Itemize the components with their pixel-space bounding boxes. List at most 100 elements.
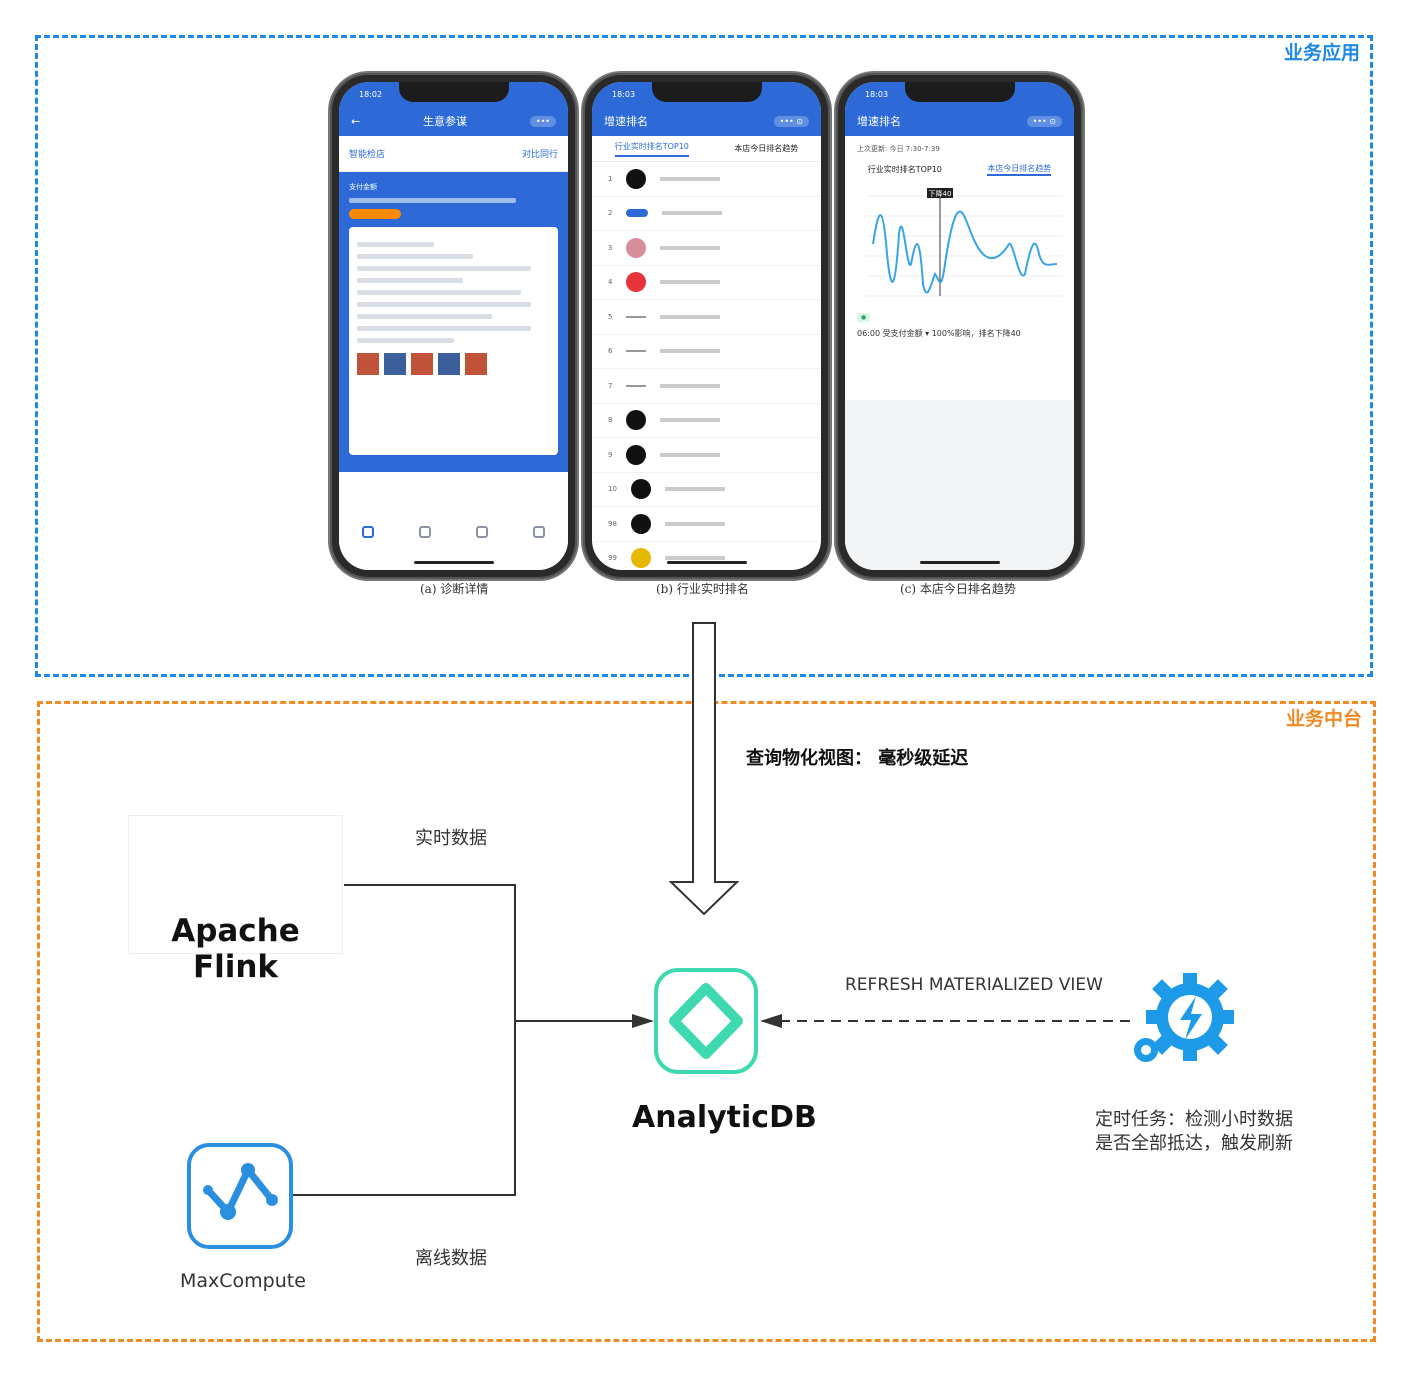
rank-number: 10 [608,485,617,494]
shop-avatar [626,350,647,353]
detail-button[interactable] [349,209,401,219]
business-application-label: 业务应用 [1283,42,1360,64]
rank-number: 6 [608,347,613,356]
shop-name-placeholder [664,556,725,561]
update-period: 上次更新: 今日 7:30-7:39 [857,145,940,153]
phone-screen: 18:02 ← 生意参谋 ••• 智能检店 对比同行 支付金额 [339,82,568,570]
shop-name-placeholder [660,176,721,181]
app-title: 增速排名 [604,115,648,128]
metric-label: 支付金额 [349,183,377,191]
shop-avatar [626,384,647,387]
trend-note-text: 06:00 受支付金额 ▾ 100%影响，排名下降40 [857,329,1021,338]
tab-shop-trend[interactable]: 本店今日排名趋势 [734,144,799,153]
app-bar: 增速排名 ••• ⊙ [592,106,821,136]
caption-b: (b) 行业实时排名 [656,582,749,596]
tab-industry-top10[interactable]: 行业实时排名TOP10 [614,141,689,157]
analyticdb-icon [654,968,758,1074]
more-icon[interactable]: ••• ⊙ [773,115,809,127]
ranking-row[interactable]: 3 [592,231,821,266]
shop-name-placeholder [660,349,721,354]
shop-avatar [626,444,647,465]
scheduler-gear-icon [1134,973,1234,1062]
rank-number: 4 [608,278,613,287]
caption-c: (c) 本店今日排名趋势 [900,582,1016,596]
phone-diagnosis-details: 18:02 ← 生意参谋 ••• 智能检店 对比同行 支付金额 [330,73,577,579]
list-tab-icon[interactable] [533,526,546,538]
shop-name-placeholder [660,418,721,423]
realtime-connector [344,884,516,1021]
shop-name-placeholder [660,452,721,457]
drop-marker [927,188,953,198]
app-title: 生意参谋 [423,115,468,128]
shop-name-placeholder [660,280,721,285]
tab-shop-trend[interactable]: 本店今日排名趋势 [987,163,1052,176]
rank-number: 98 [608,519,617,528]
ranking-row[interactable]: 5 [592,300,821,335]
product-thumbnails [357,353,550,375]
rank-number: 3 [608,243,613,252]
shop-name-placeholder [664,487,725,492]
trend-line [872,210,1058,294]
ranking-row[interactable]: 9 [592,438,821,473]
query-arrow [668,622,740,916]
shop-name-placeholder [660,314,721,319]
diagnosis-banner: 支付金额 [339,172,568,472]
rank-number: 9 [608,450,613,459]
ranking-row[interactable]: 99 [592,542,821,571]
drop-marker-label: 下降40 [929,189,952,198]
flink-label: Apache Flink [171,913,300,985]
cause-tag: ● [857,313,871,322]
refresh-label: REFRESH MATERIALIZED VIEW [845,975,1103,995]
refresh-arrowhead [760,1014,782,1028]
offline-connector [292,1020,632,1196]
maxcompute-label: MaxCompute [180,1270,306,1292]
ranking-row[interactable]: 98 [592,507,821,542]
rank-trend-chart: 下降40 [867,188,1063,297]
star-tab-icon[interactable] [418,526,431,538]
brand-label: 智能检店 [349,150,386,160]
back-icon[interactable]: ← [351,114,361,128]
shop-name-placeholder [660,245,721,250]
maxcompute-icon [187,1143,293,1249]
ranking-row[interactable]: 6 [592,335,821,369]
more-icon[interactable]: ••• ⊙ [1026,115,1062,127]
realtime-data-label: 实时数据 [415,828,487,849]
business-middle-platform-label: 业务中台 [1285,708,1362,730]
caption-a: (a) 诊断详情 [420,582,489,596]
merge-arrowhead [632,1014,654,1028]
offline-data-label: 离线数据 [415,1248,487,1269]
rank-number: 7 [608,381,613,390]
rank-number: 1 [608,174,613,183]
phone-screen: 18:03 增速排名 ••• ⊙ 上次更新: 今日 7:30-7:39 行业实时… [845,82,1074,570]
bottom-tab-bar [339,514,568,570]
task-line-1: 定时任务：检测小时数据 [1095,1109,1293,1130]
app-bar: 增速排名 ••• ⊙ [845,106,1074,136]
home-tab-icon[interactable] [361,526,374,538]
rank-number: 8 [608,416,613,425]
app-title: 增速排名 [857,115,901,128]
ranking-row[interactable]: 4 [592,266,821,300]
app-bar: ← 生意参谋 ••• [339,106,568,136]
ranking-list: 1 2 3 4 5 6 7 8 9 10 98 99 [592,162,821,570]
shop-avatar [626,209,649,218]
shop-name-placeholder [660,383,721,388]
ranking-row[interactable]: 8 [592,404,821,438]
more-icon[interactable]: ••• [529,115,556,127]
shop-name-placeholder [664,521,725,526]
shop-avatar [626,315,647,318]
compare-link[interactable]: 对比同行 [521,150,558,160]
ranking-row[interactable]: 2 [592,197,821,231]
shop-avatar [630,548,651,569]
chat-tab-icon[interactable] [476,526,489,538]
shop-avatar [626,272,647,293]
query-label: 查询物化视图： 毫秒级延迟 [746,748,969,769]
ranking-row[interactable]: 1 [592,162,821,197]
shop-name-placeholder [662,211,723,216]
shop-avatar [630,513,651,534]
ranking-row[interactable]: 10 [592,473,821,507]
tab-industry-top10[interactable]: 行业实时排名TOP10 [867,164,942,174]
shop-avatar [626,237,647,258]
ranking-row[interactable]: 7 [592,369,821,404]
